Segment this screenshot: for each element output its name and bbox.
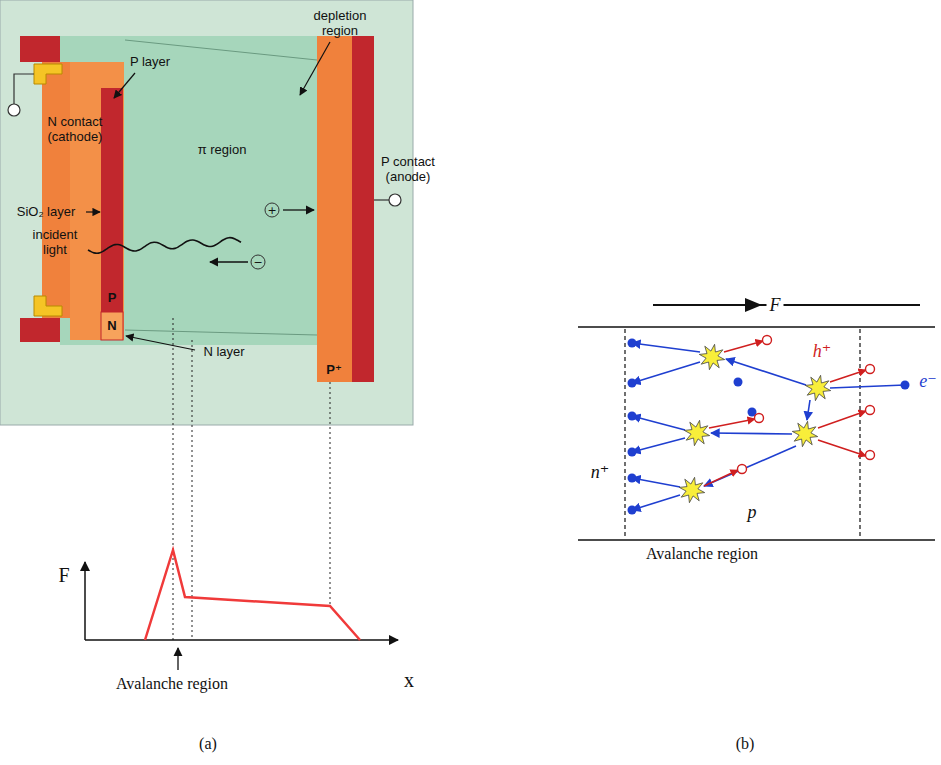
- layer-letter: N: [107, 319, 116, 334]
- terminal-label: P contact (anode): [376, 155, 440, 185]
- electron: [628, 412, 637, 421]
- electron: [628, 448, 637, 457]
- electron: [901, 381, 910, 390]
- device-cross-section: [0, 0, 413, 425]
- hole-path: [709, 419, 755, 428]
- electron: [628, 379, 637, 388]
- electron-path: [830, 385, 905, 388]
- electron: [628, 474, 637, 483]
- layer-label: SiO₂ layer: [17, 205, 76, 220]
- axis-label: F: [58, 564, 69, 587]
- region-label: Avalanche region: [116, 675, 228, 693]
- field-label: F: [767, 295, 784, 316]
- impact-ionization: [684, 420, 709, 445]
- layer-letter: P⁺: [326, 363, 342, 378]
- panel-label: (b): [736, 735, 755, 753]
- electron-path: [632, 416, 685, 430]
- charge-symbol: −: [253, 257, 262, 268]
- impact-ionization: [805, 375, 830, 400]
- field-graph: [85, 318, 398, 670]
- light-label: incident light: [27, 228, 83, 258]
- impact-ionization: [699, 344, 724, 369]
- electron-path: [632, 478, 680, 487]
- panel-label: (a): [199, 735, 217, 753]
- impact-ionization: [679, 477, 704, 502]
- electron: [628, 506, 637, 515]
- region-label: depletion region: [304, 9, 376, 39]
- hole-path: [818, 440, 866, 456]
- carrier-label: e⁻: [919, 371, 937, 392]
- charge-symbol: +: [267, 205, 276, 216]
- electron-path: [704, 446, 796, 486]
- terminal-label: N contact (cathode): [39, 115, 111, 145]
- avalanche-sketch: [578, 298, 935, 540]
- carrier-label: h⁺: [813, 341, 832, 362]
- hole: [755, 414, 764, 423]
- doping-label: p: [748, 502, 757, 523]
- impact-ionization: [792, 421, 817, 446]
- doping-label: n⁺: [591, 462, 610, 483]
- axis-label: x: [404, 669, 414, 692]
- electron-path: [711, 433, 792, 434]
- layer-label: N layer: [203, 345, 244, 360]
- hole-path: [818, 411, 866, 428]
- electron-path: [807, 400, 810, 420]
- electron-path: [632, 362, 700, 383]
- hole: [866, 406, 875, 415]
- layer-letter: P: [108, 291, 117, 306]
- electron: [628, 339, 637, 348]
- hole: [866, 451, 875, 460]
- layer-label: P layer: [130, 55, 170, 70]
- hole: [738, 465, 747, 474]
- hole-path: [724, 341, 763, 352]
- electron-path: [632, 438, 685, 452]
- region-label: Avalanche region: [646, 545, 758, 563]
- electron-path: [632, 495, 680, 510]
- electron-path: [632, 343, 700, 352]
- region-label: π region: [198, 143, 247, 158]
- electron: [734, 378, 743, 387]
- incident-light-wave: [88, 238, 241, 254]
- hole-path: [830, 370, 866, 382]
- hole-path: [704, 470, 738, 486]
- hole: [763, 336, 772, 345]
- hole: [866, 365, 875, 374]
